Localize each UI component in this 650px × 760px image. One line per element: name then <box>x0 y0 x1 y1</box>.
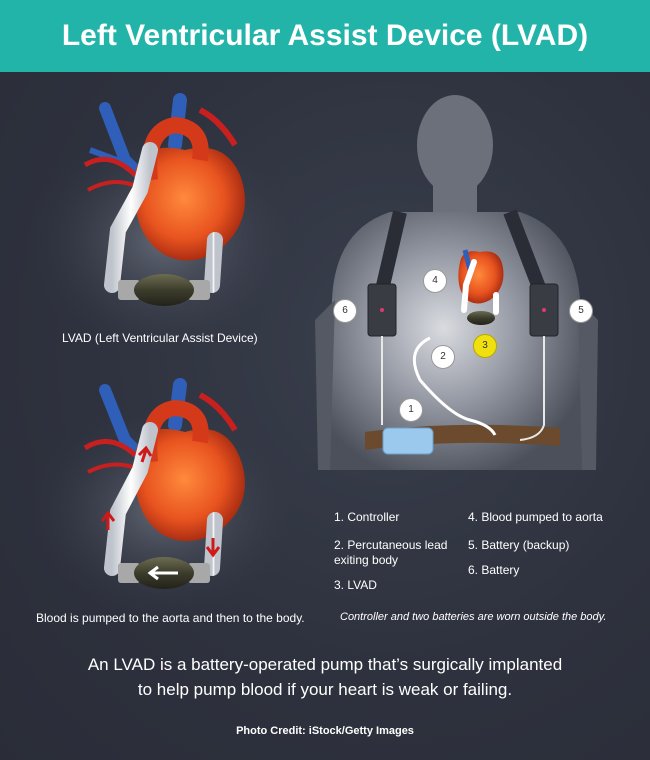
legend-item-3: 3. LVAD <box>334 578 377 592</box>
caption-bottom-left: Blood is pumped to the aorta and then to… <box>36 611 305 625</box>
marker-6: 6 <box>333 299 357 323</box>
title-bar <box>0 0 650 72</box>
marker-3: 3 <box>473 334 497 358</box>
summary-text: An LVAD is a battery-operated pump that’… <box>0 652 650 702</box>
summary-line-1: An LVAD is a battery-operated pump that’… <box>87 655 563 674</box>
summary-line-2: to help pump blood if your heart is weak… <box>137 680 513 699</box>
photo-credit: Photo Credit: iStock/Getty Images <box>236 725 414 737</box>
body-silhouette <box>315 95 598 470</box>
marker-2: 2 <box>431 345 455 369</box>
legend-item-4: 4. Blood pumped to aorta <box>468 510 603 524</box>
lvad-illustration-top <box>25 93 305 360</box>
caption-right: Controller and two batteries are worn ou… <box>340 611 607 623</box>
marker-1: 1 <box>399 398 423 422</box>
marker-5: 5 <box>569 299 593 323</box>
legend-item-6: 6. Battery <box>468 563 520 577</box>
caption-top-left: LVAD (Left Ventricular Assist Device) <box>62 331 258 345</box>
marker-4: 4 <box>423 269 447 293</box>
legend-item-5: 5. Battery (backup) <box>468 538 570 552</box>
lvad-illustration-bottom <box>25 378 305 620</box>
legend-item-1: 1. Controller <box>334 510 400 524</box>
page-title: Left Ventricular Assist Device (LVAD) <box>61 19 589 52</box>
legend-item-2: 2. Percutaneous lead exiting body <box>334 538 448 567</box>
